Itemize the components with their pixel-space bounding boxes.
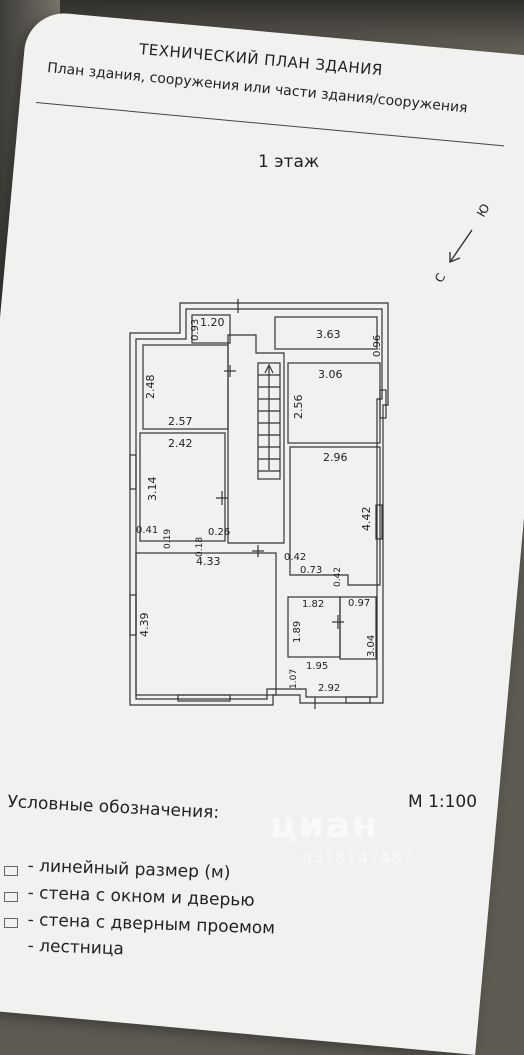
legend-symbol-3 — [4, 918, 18, 928]
dim-3-04: 3.04 — [366, 635, 377, 657]
watermark-brand: циан — [270, 805, 380, 846]
compass-arrow — [449, 229, 473, 263]
dim-3-14: 3.14 — [146, 477, 159, 502]
floor-plan: 0.93 1.20 3.63 0.96 2.48 2.57 3.06 2.56 … — [129, 299, 389, 709]
document-page: ТЕХНИЧЕСКИЙ ПЛАН ЗДАНИЯ План здания, соо… — [4, 40, 504, 960]
dim-1-20: 1.20 — [200, 316, 225, 329]
dim-1-07: 1.07 — [289, 669, 299, 689]
legend-title: Условные обозначения: — [6, 792, 220, 824]
compass-north-label: С — [432, 271, 448, 285]
dim-1-95: 1.95 — [306, 661, 328, 672]
dim-4-42: 4.42 — [360, 507, 373, 532]
legend-item-linear-dimension: - линейный размер (м) — [27, 856, 231, 884]
legend-item-staircase: - лестница — [27, 936, 125, 960]
staircase — [257, 362, 281, 480]
legend-item-wall-window-door: - стена с окном и дверью — [27, 883, 256, 911]
dim-4-39: 4.39 — [138, 613, 151, 638]
dim-0-73: 0.73 — [300, 565, 322, 576]
dim-0-19: 0.19 — [163, 529, 173, 549]
dim-3-06: 3.06 — [318, 368, 343, 381]
dim-2-96: 2.96 — [323, 451, 348, 464]
dim-0-93: 0.93 — [190, 319, 201, 341]
compass-south-label: Ю — [474, 201, 493, 219]
windows — [129, 389, 387, 704]
compass-arrowhead — [449, 252, 461, 264]
outer-wall — [129, 302, 389, 706]
dim-2-48: 2.48 — [144, 375, 157, 400]
watermark-number: 0318147487 — [302, 848, 414, 867]
dim-0-96: 0.96 — [372, 335, 383, 357]
hallway — [227, 334, 285, 544]
room-mid-left — [139, 432, 226, 542]
scale-label: М 1:100 — [408, 792, 478, 812]
legend-item-wall-doorway: - стена с дверным проемом — [27, 910, 276, 939]
room-top-right — [274, 316, 378, 350]
dim-1-82: 1.82 — [302, 599, 324, 610]
dim-0-26: 0.26 — [208, 527, 230, 538]
compass: Ю С — [432, 201, 493, 285]
dim-0-42b: 0.42 — [333, 567, 343, 587]
dim-2-56: 2.56 — [292, 395, 305, 420]
legend-symbol-1 — [4, 866, 18, 876]
dim-0-18: 0.18 — [195, 537, 205, 557]
doors — [216, 299, 344, 709]
dim-3-63: 3.63 — [316, 328, 341, 341]
room-mid-right — [289, 446, 381, 586]
dim-0-41: 0.41 — [136, 525, 158, 536]
dim-0-42a: 0.42 — [284, 552, 306, 563]
room-bottom-left — [135, 552, 277, 696]
floor-label: 1 этаж — [258, 152, 320, 172]
outer-wall-inner — [135, 308, 383, 700]
room-small-top — [191, 314, 231, 344]
dim-2-57: 2.57 — [168, 415, 193, 428]
dim-1-89: 1.89 — [292, 621, 303, 643]
legend-symbol-2 — [4, 892, 18, 902]
dim-2-92: 2.92 — [318, 683, 340, 694]
dim-2-42: 2.42 — [168, 437, 193, 450]
dim-4-33: 4.33 — [196, 555, 221, 568]
dim-0-97: 0.97 — [348, 598, 370, 609]
room-bathroom-adj — [339, 596, 377, 660]
